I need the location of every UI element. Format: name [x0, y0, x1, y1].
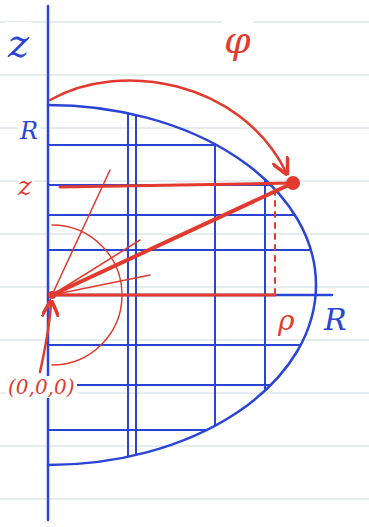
radius-label: R [18, 118, 40, 144]
axis-label: z [6, 22, 31, 64]
angle-label: φ [222, 20, 253, 60]
height-label: z [16, 172, 34, 200]
radius-label: R [322, 304, 349, 336]
origin-label: (0,0,0) [6, 376, 77, 398]
ruled-lines [0, 22, 369, 499]
half-ellipse-grid [40, 6, 332, 520]
point-construction [40, 80, 300, 372]
rho-label: ρ [276, 306, 296, 336]
